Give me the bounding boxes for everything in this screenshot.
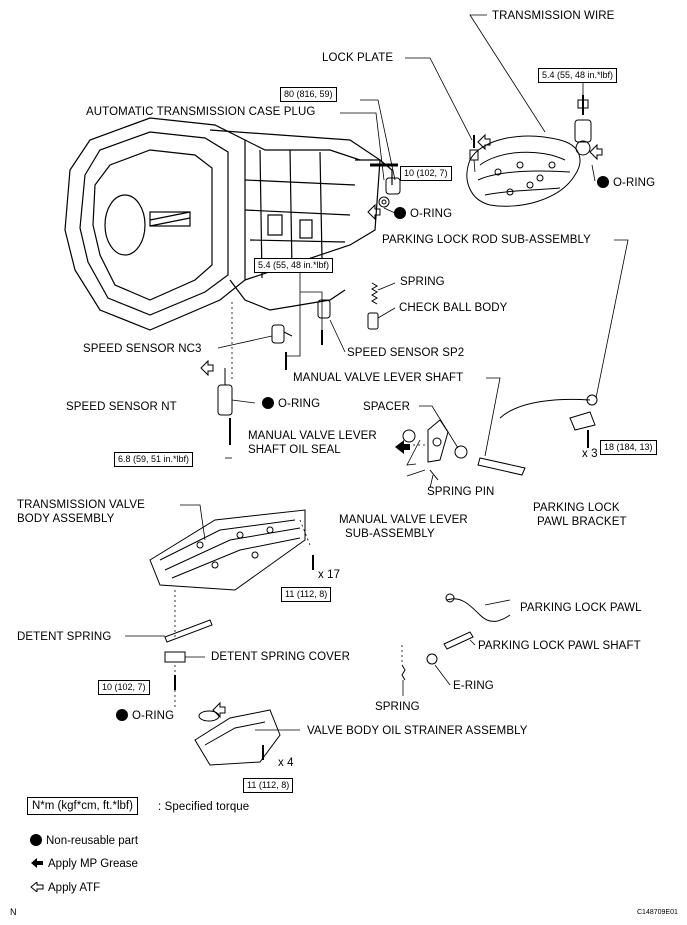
label-parking-lock-pawl: PARKING LOCK PAWL xyxy=(520,602,642,614)
footer-figure-code: C148709E01 xyxy=(637,909,678,916)
oil-strainer-illustration xyxy=(194,709,281,766)
case-plug-illustration xyxy=(378,177,401,208)
label-spring-lower: SPRING xyxy=(375,701,420,713)
mp-grease-arrows xyxy=(395,440,410,454)
legend-specified-torque: : Specified torque xyxy=(158,801,250,813)
valve-body-illustration xyxy=(149,509,314,591)
label-o-ring-plug: O-RING xyxy=(394,207,452,221)
pawl-bracket-illustration xyxy=(569,411,596,448)
label-e-ring: E-RING xyxy=(453,680,494,692)
multiplier-x17: x 17 xyxy=(318,569,341,581)
multiplier-x4: x 4 xyxy=(278,757,294,769)
label-pawl-bracket-2: PAWL BRACKET xyxy=(537,516,627,528)
legend-non-reusable: Non-reusable part xyxy=(30,834,138,847)
detent-spring-illustration xyxy=(164,619,213,690)
label-mv-lever-sub-1: MANUAL VALVE LEVER xyxy=(339,514,468,526)
label-manual-valve-lever-shaft: MANUAL VALVE LEVER SHAFT xyxy=(293,372,464,384)
label-spacer: SPACER xyxy=(363,401,411,413)
non-reusable-icon xyxy=(30,834,42,846)
torque-box-valve-body: 11 (112, 8) xyxy=(281,587,332,602)
label-valve-body-1: TRANSMISSION VALVE xyxy=(17,499,145,511)
label-spring-pin: SPRING PIN xyxy=(427,486,495,498)
parking-lock-rod-illustration xyxy=(499,394,598,419)
non-reusable-icon xyxy=(262,397,274,409)
manual-valve-lever-illustration xyxy=(402,419,526,481)
label-check-ball-body: CHECK BALL BODY xyxy=(399,302,508,314)
torque-box-speed-sensor-nt: 6.8 (59, 51 in.*lbf) xyxy=(114,452,194,467)
legend-atf: Apply ATF xyxy=(30,880,100,894)
label-detent-spring: DETENT SPRING xyxy=(17,631,112,643)
label-spring-upper: SPRING xyxy=(400,276,445,288)
footer-n-mark: N xyxy=(10,907,17,917)
label-valve-body-2: BODY ASSEMBLY xyxy=(17,513,115,525)
label-pawl-shaft: PARKING LOCK PAWL SHAFT xyxy=(478,640,641,652)
label-speed-sensor-nc3: SPEED SENSOR NC3 xyxy=(83,343,202,355)
torque-box-speed-sensor: 5.4 (55, 48 in.*lbf) xyxy=(254,258,334,273)
mp-grease-arrow-icon xyxy=(31,858,43,868)
spring-check-ball-illustration xyxy=(367,282,379,330)
multiplier-x3: x 3 xyxy=(582,448,598,460)
atf-arrow-icon xyxy=(30,880,44,894)
label-oil-strainer: VALVE BODY OIL STRAINER ASSEMBLY xyxy=(307,725,528,737)
leader-lines xyxy=(125,14,629,731)
label-speed-sensor-sp2: SPEED SENSOR SP2 xyxy=(347,347,465,359)
non-reusable-icon xyxy=(116,709,128,721)
torque-box-wire-bolt: 5.4 (55, 48 in.*lbf) xyxy=(538,68,618,83)
label-mv-lever-shaft-oil-seal-2: SHAFT OIL SEAL xyxy=(248,444,341,456)
legend-torque-unit-box: N*m (kgf*cm, ft.*lbf) xyxy=(27,797,138,815)
torque-box-pawl-bracket: 18 (184, 13) xyxy=(600,440,657,455)
assembly-dotted-lines xyxy=(174,302,428,710)
label-o-ring-wire: O-RING xyxy=(597,176,655,190)
transmission-case-illustration xyxy=(64,117,398,331)
torque-box-lock-plate: 10 (102, 7) xyxy=(400,166,452,181)
label-lock-plate: LOCK PLATE xyxy=(322,52,394,64)
torque-box-strainer: 11 (112, 8) xyxy=(243,778,294,793)
parking-lock-pawl-illustration xyxy=(401,593,511,681)
legend-mp-grease: Apply MP Grease xyxy=(30,858,138,870)
label-speed-sensor-nt: SPEED SENSOR NT xyxy=(66,401,177,413)
non-reusable-icon xyxy=(597,176,609,188)
atf-arrows xyxy=(200,133,603,719)
label-detent-spring-cover: DETENT SPRING COVER xyxy=(211,651,351,663)
label-parking-lock-rod: PARKING LOCK ROD SUB-ASSEMBLY xyxy=(382,234,591,246)
label-transmission-wire: TRANSMISSION WIRE xyxy=(492,10,615,22)
label-o-ring-nt: O-RING xyxy=(262,397,320,411)
label-pawl-bracket-1: PARKING LOCK xyxy=(533,502,620,514)
torque-box-case-plug: 80 (816, 59) xyxy=(280,87,337,102)
label-case-plug: AUTOMATIC TRANSMISSION CASE PLUG xyxy=(86,106,316,118)
non-reusable-icon xyxy=(394,207,406,219)
label-mv-lever-sub-2: SUB-ASSEMBLY xyxy=(345,528,435,540)
transmission-wire-illustration xyxy=(466,95,592,207)
torque-box-detent-cover: 10 (102, 7) xyxy=(98,680,150,695)
label-o-ring-strainer: O-RING xyxy=(116,709,174,723)
label-mv-lever-shaft-oil-seal-1: MANUAL VALVE LEVER xyxy=(248,430,377,442)
